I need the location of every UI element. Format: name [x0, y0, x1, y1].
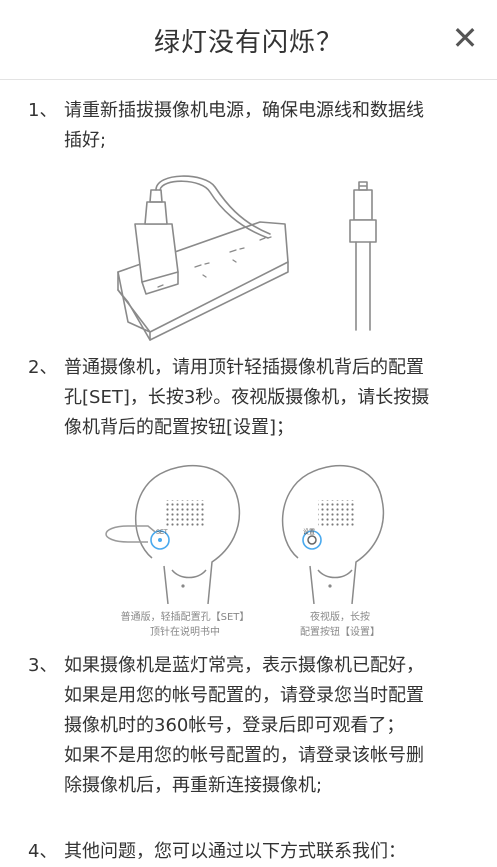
step-line: 像机背后的配置按钮[设置]； — [64, 417, 295, 438]
caption-line: 配置按钮【设置】 — [300, 627, 380, 638]
left-caption: 普通版，轻插配置孔【SET】 顶针在说明书中 — [90, 610, 280, 640]
step-line: 除摄像机后，再重新连接摄像机; — [64, 775, 323, 796]
step-text: 普通摄像机，请用顶针轻插摄像机背后的配置 孔[SET]，长按3秒。夜视版摄像机，… — [64, 353, 464, 443]
power-strip-illustration — [117, 175, 377, 341]
caption-line: 顶针在说明书中 — [150, 627, 220, 638]
step-text: 如果摄像机是蓝灯常亮，表示摄像机已配好， 如果是用您的帐号配置的，请登录您当时配… — [64, 651, 464, 801]
step-line: 如果摄像机是蓝灯常亮，表示摄像机已配好， — [64, 655, 424, 676]
step-line: 如果是用您的帐号配置的，请登录您当时配置 — [64, 685, 424, 706]
step-text: 其他问题，您可以通过以下方式联系我们： — [64, 837, 464, 867]
step-text: 请重新插拔摄像机电源，确保电源线和数据线 插好; — [64, 96, 464, 156]
step-line: 普通摄像机，请用顶针轻插摄像机背后的配置 — [64, 357, 424, 378]
step-line: 插好; — [64, 130, 107, 151]
set-hole-label: SET — [156, 530, 168, 536]
step-line: 孔[SET]，长按3秒。夜视版摄像机，请长按摄 — [64, 387, 430, 408]
step-number: 1、 — [28, 100, 58, 121]
step-line: 摄像机时的360帐号，登录后即可观看了； — [64, 715, 405, 736]
step-number: 4、 — [28, 841, 58, 862]
caption-line: 普通版，轻插配置孔【SET】 — [120, 612, 250, 623]
step-line: 其他问题，您可以通过以下方式联系我们： — [64, 841, 406, 862]
step-number: 2、 — [28, 357, 58, 378]
step-number: 3、 — [28, 655, 58, 676]
step-line: 如果不是用您的帐号配置的，请登录该帐号删 — [64, 745, 424, 766]
config-button-label: 设置 — [303, 528, 315, 536]
camera-reset-illustration: SET 设置 — [105, 464, 385, 604]
right-caption: 夜视版，长按 配置按钮【设置】 — [285, 610, 395, 640]
header-bar: 绿灯没有闪烁？ ✕ — [0, 0, 497, 80]
step-line: 请重新插拔摄像机电源，确保电源线和数据线 — [64, 100, 424, 121]
caption-line: 夜视版，长按 — [310, 612, 370, 623]
page-title: 绿灯没有闪烁？ — [153, 28, 343, 58]
close-icon[interactable]: ✕ — [451, 19, 479, 57]
